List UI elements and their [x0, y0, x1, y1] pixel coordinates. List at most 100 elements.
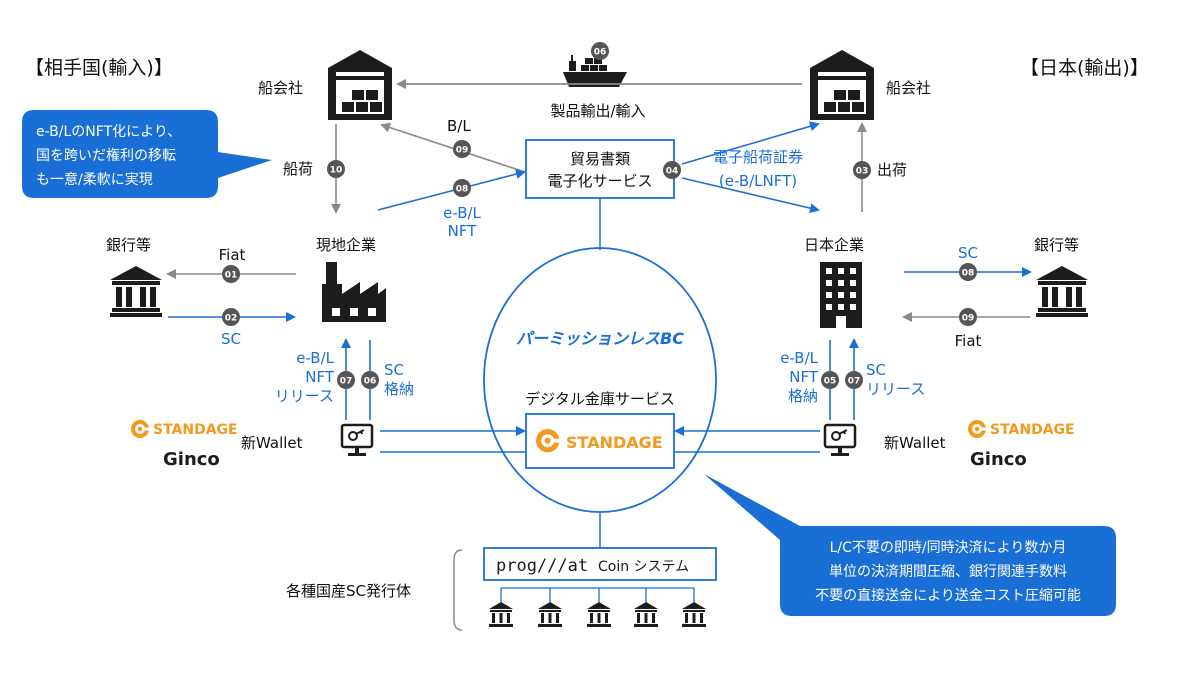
sc-store-left-label2: 格納 [384, 380, 414, 398]
shipping-company-left-label: 船会社 [258, 79, 303, 97]
ebl-nft-left-label1: e-B/L [443, 204, 481, 222]
step-badge-05 [821, 371, 839, 389]
step-number-09-right: 09 [962, 314, 975, 324]
step-badge-08-right [959, 263, 977, 281]
step-badge-10 [327, 160, 345, 178]
step-number-05: 05 [824, 377, 837, 387]
step-badge-06-left [361, 371, 379, 389]
issuer-bank-icon-5 [682, 602, 706, 627]
step-number-04: 04 [666, 167, 679, 177]
sc-issuers-label: 各種国産SC発行体 [286, 582, 411, 600]
lc-callout-bubble [704, 474, 1116, 616]
warehouse-icon-right [810, 50, 874, 120]
trade-document-service-box [525, 139, 675, 199]
ebl-release-left-label2: NFT [305, 368, 335, 386]
step-number-07-left: 07 [340, 377, 353, 387]
lc-callout-line1: L/C不要の即時/同時決済により数か月 [830, 540, 1067, 556]
step-badge-07-left [337, 371, 355, 389]
step-badge-07-right [845, 371, 863, 389]
permissionless-blockchain-ellipse [483, 247, 717, 513]
step-number-02: 02 [225, 314, 238, 324]
step-number-10: 10 [330, 166, 343, 176]
step-badge-02 [222, 308, 240, 326]
ebl-nft-arrow-left [377, 169, 526, 211]
new-wallet-left-label: 新Wallet [241, 434, 303, 452]
ebl-store-right-label3: 格納 [788, 387, 818, 405]
nft-callout-line3: も一意/柔軟に実現 [36, 171, 153, 188]
new-wallet-right-label: 新Wallet [884, 434, 946, 452]
fiat-right-label: Fiat [955, 332, 982, 350]
progmat-coin-system-label: Coin システム [598, 559, 689, 575]
bank-icon-left [110, 266, 162, 317]
cargo-ship-icon [563, 55, 627, 87]
e-bill-of-lading-label2: (e-B/LNFT) [719, 172, 797, 190]
ebl-nft-left-label2: NFT [448, 222, 478, 240]
issuer-bank-icon-3 [587, 602, 611, 627]
permissionless-bc-label: パーミッションレスBC [516, 329, 684, 348]
nft-callout-line2: 国を跨いだ権利の移転 [36, 147, 176, 164]
japan-company-label: 日本企業 [804, 236, 864, 254]
ginco-logo-right: Ginco [970, 449, 1027, 470]
warehouse-icon-left [328, 50, 392, 120]
ebl-store-right-label2: NFT [789, 368, 819, 386]
fiat-left-label: Fiat [219, 246, 246, 264]
step-number-08-right: 08 [962, 269, 975, 279]
step-badge-06-top [591, 42, 609, 60]
ebl-release-left-label3: リリース [275, 387, 334, 405]
step-number-06-left: 06 [364, 377, 377, 387]
bank-left-label: 銀行等 [106, 236, 151, 254]
factory-icon [322, 262, 386, 322]
shipping-company-right-label: 船会社 [886, 79, 931, 97]
bank-icon-right [1036, 266, 1088, 317]
step-badge-08-left [453, 179, 471, 197]
office-building-icon [820, 262, 862, 328]
step-badge-03 [853, 161, 871, 179]
sc-store-left-label1: SC [384, 361, 404, 379]
standage-logo-right-text: STANDAGE [990, 422, 1075, 438]
step-badge-09-left [453, 140, 471, 158]
issuer-bank-icon-2 [538, 602, 562, 627]
wallet-pc-icon-left [340, 423, 374, 458]
issuer-bank-icon-1 [489, 602, 513, 627]
ginco-logo-left: Ginco [163, 449, 220, 470]
importer-country-label: 【相手国(輸入)】 [25, 57, 173, 79]
lc-callout-line3: 不要の直接送金により送金コスト圧縮可能 [815, 587, 1081, 604]
ebl-arrow-to-shipping-right [681, 121, 820, 165]
step-number-03: 03 [856, 167, 869, 177]
local-company-label: 現地企業 [316, 236, 376, 254]
step-number-08-left: 08 [456, 185, 469, 195]
standage-logo-right [968, 420, 987, 438]
vault-service-label: デジタル金庫サービス [525, 390, 675, 408]
exporter-country-label: 【日本(輸出)】 [1020, 57, 1149, 79]
wallet-pc-icon-right [823, 423, 857, 458]
bl-label: B/L [447, 117, 471, 135]
step-badge-01 [222, 265, 240, 283]
nft-callout-bubble [22, 110, 272, 198]
trade-service-title-line2: 電子化サービス [547, 172, 652, 190]
ebl-release-left-label1: e-B/L [296, 349, 334, 367]
sc-right-label: SC [958, 244, 978, 262]
standage-logo-left [131, 420, 150, 438]
trade-service-title-line1: 貿易書類 [570, 150, 630, 168]
e-bill-of-lading-label1: 電子船荷証券 [713, 148, 803, 166]
standage-logo-left-text: STANDAGE [153, 422, 238, 438]
progmat-coin-system-box [483, 547, 717, 581]
shipment-label: 出荷 [877, 161, 907, 179]
ebl-arrow-to-japan-company [681, 177, 820, 214]
nft-callout-line1: e-B/LのNFT化により、 [36, 124, 181, 140]
step-number-06-top: 06 [594, 48, 607, 58]
product-shipping-label: 製品輸出/輸入 [550, 102, 645, 120]
step-badge-04 [663, 161, 681, 179]
bank-right-label: 銀行等 [1034, 236, 1079, 254]
step-number-09-left: 09 [456, 146, 469, 156]
progmat-logo: prog///at [496, 556, 588, 576]
lc-callout-line2: 単位の決済期間圧縮、銀行関連手数料 [829, 564, 1067, 580]
step-badge-09-right [959, 308, 977, 326]
sc-left-label: SC [221, 330, 241, 348]
step-number-01: 01 [225, 271, 238, 281]
issuers-bracket [453, 549, 463, 631]
ebl-store-right-label1: e-B/L [780, 349, 818, 367]
cargo-label: 船荷 [283, 160, 313, 178]
